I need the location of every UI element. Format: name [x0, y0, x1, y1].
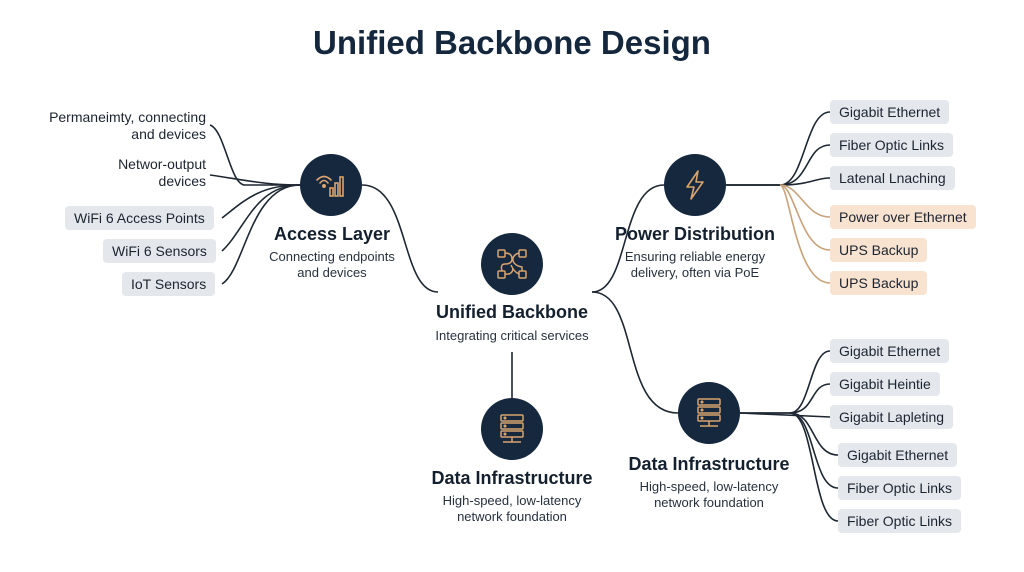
access-pill-wifi-sensors: WiFi 6 Sensors: [103, 239, 216, 263]
data-pill-gigabit-ethernet-2: Gigabit Ethernet: [838, 443, 958, 467]
page-title: Unified Backbone Design: [313, 24, 711, 61]
link-backbone-power: [591, 184, 665, 293]
wifi-signal-icon: [300, 154, 362, 216]
link-power-poe: [779, 184, 831, 218]
link-data-heintie: [740, 383, 831, 414]
link-data-gigabit: [740, 350, 831, 414]
link-access-iot: [221, 184, 301, 285]
server-rack-icon: [481, 398, 543, 460]
link-data-lapleting: [739, 412, 831, 418]
unified-backbone-title: Unified Backbone: [435, 302, 589, 322]
link-data-fiber-2: [789, 412, 839, 522]
data-infrastructure-center-title: Data Infrastructure: [431, 468, 593, 488]
data-infrastructure-right-title: Data Infrastructure: [628, 454, 790, 474]
link-power-gigabit: [726, 111, 831, 186]
lightning-bolt-icon: [664, 154, 726, 216]
power-pill-gigabit-ethernet: Gigabit Ethernet: [830, 100, 950, 124]
power-pill-latenal-lnaching: Latenal Lnaching: [830, 166, 955, 190]
link-access-item-2: [209, 174, 301, 186]
server-rack-icon: [678, 382, 740, 444]
data-pill-fiber-optic-links-2: Fiber Optic Links: [838, 509, 962, 533]
link-power-ups-1: [779, 184, 831, 251]
data-pill-fiber-optic-links-1: Fiber Optic Links: [838, 476, 962, 500]
power-distribution-title: Power Distribution: [614, 224, 775, 244]
network-links-icon: [481, 233, 543, 295]
unified-backbone-description: Integrating critical services: [435, 328, 589, 343]
link-power-fiber: [726, 144, 831, 186]
access-pill-wifi-access-points: WiFi 6 Access Points: [65, 206, 214, 230]
data-pill-gigabit-heintie: Gigabit Heintie: [830, 372, 940, 396]
power-pill-ups-backup-1: UPS Backup: [830, 238, 928, 262]
power-pill-fiber-optic-links: Fiber Optic Links: [830, 133, 954, 157]
link-power-latenal: [726, 177, 831, 186]
access-pill-iot-sensors: IoT Sensors: [122, 272, 216, 296]
link-access-item-1: [209, 124, 301, 186]
data-pill-gigabit-lapleting: Gigabit Lapleting: [830, 405, 954, 429]
link-access-backbone: [361, 184, 439, 293]
power-pill-power-over-ethernet: Power over Ethernet: [830, 205, 976, 229]
power-pill-ups-backup-2: UPS Backup: [830, 271, 928, 295]
link-power-ups-2: [779, 184, 831, 284]
link-backbone-data-right: [591, 291, 679, 414]
link-data-gigabit-2: [789, 412, 839, 456]
access-layer-title: Access Layer: [273, 224, 391, 244]
data-pill-gigabit-ethernet: Gigabit Ethernet: [830, 339, 950, 363]
